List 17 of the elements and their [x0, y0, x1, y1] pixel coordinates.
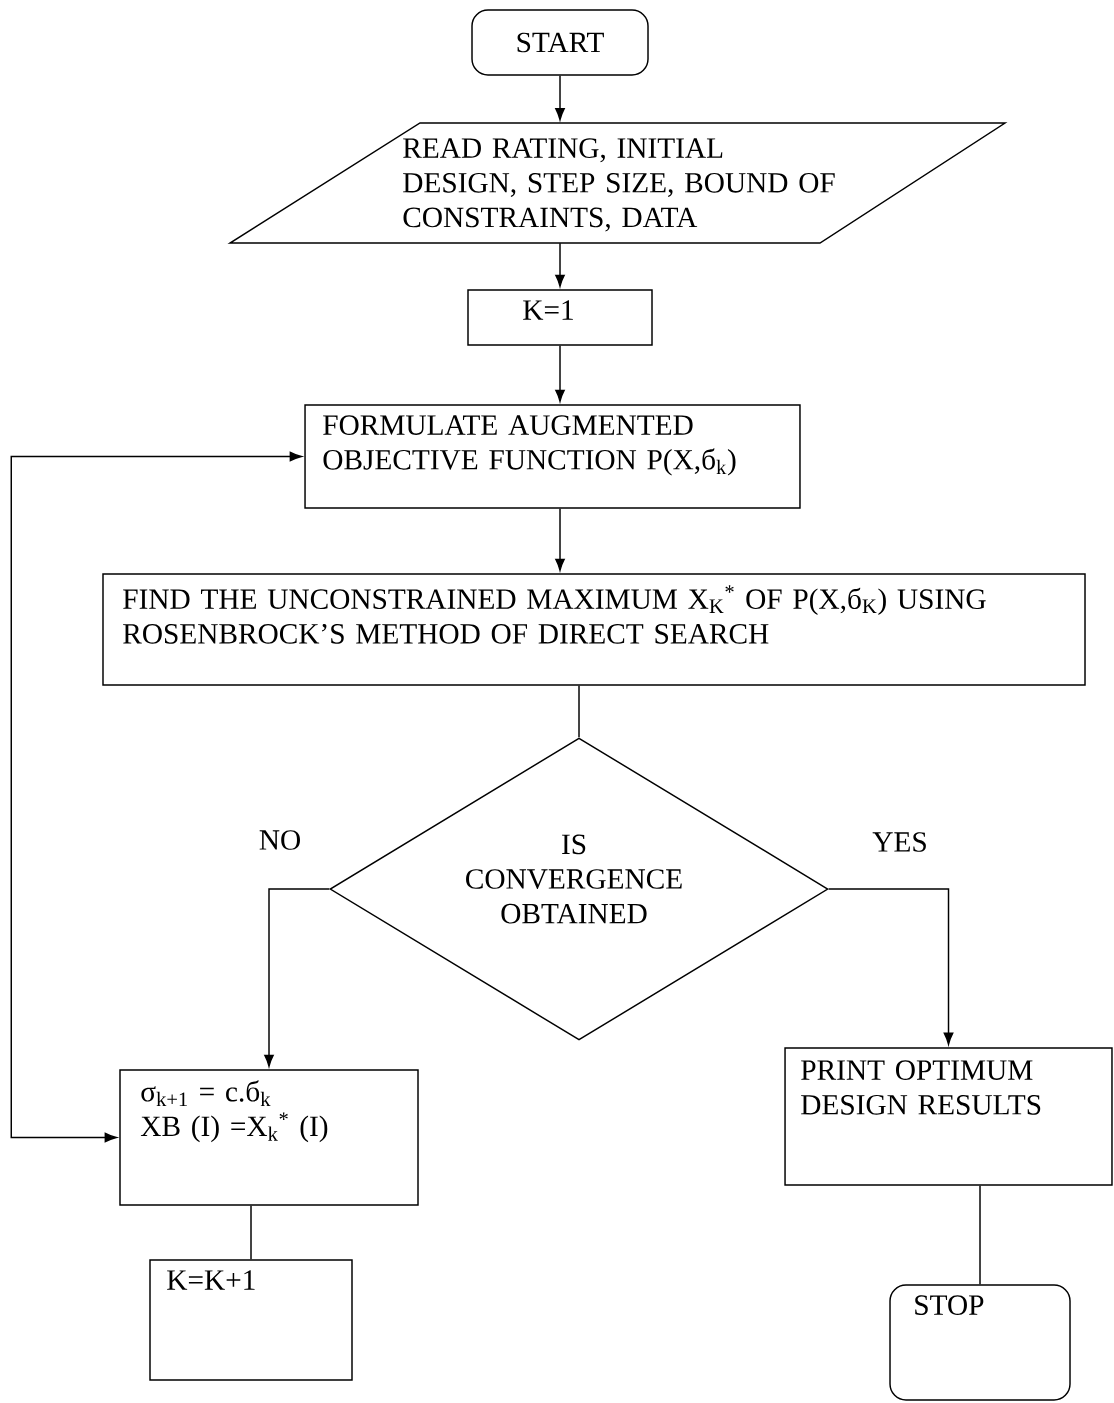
- process-box: PRINT OPTIMUM DESIGN RESULTS: [784, 1047, 1113, 1186]
- edge-label: YES: [870, 830, 930, 854]
- arrow: [264, 888, 330, 1067]
- process-box: K=1: [467, 289, 653, 346]
- arrow: [828, 888, 954, 1045]
- arrow: [555, 75, 565, 121]
- terminal-box: START: [471, 9, 649, 76]
- process-box: FORMULATE AUGMENTED OBJECTIVE FUNCTION P(X,б$_{k}$): [304, 404, 801, 509]
- terminal-box: STOP: [889, 1284, 1071, 1401]
- process-box: K=K+1: [149, 1259, 353, 1381]
- arrow: [555, 242, 565, 287]
- process-box: FIND THE UNCONSTRAINED MAXIMUM X$_{K}$$^{*}$ OF P(X,б$_{K}$) USING ROSENBROCK’S METHOD OF DIRECT SEARCH: [102, 573, 1086, 686]
- arrow: [10, 451, 302, 1143]
- edge-label: NO: [257, 828, 303, 852]
- arrow: [555, 344, 565, 402]
- arrow: [555, 507, 565, 571]
- process-box: σ$_{k+1}$ = c.б$_{k}$ XB (I) =X$_{k}$$^{*}$ (I): [119, 1069, 419, 1206]
